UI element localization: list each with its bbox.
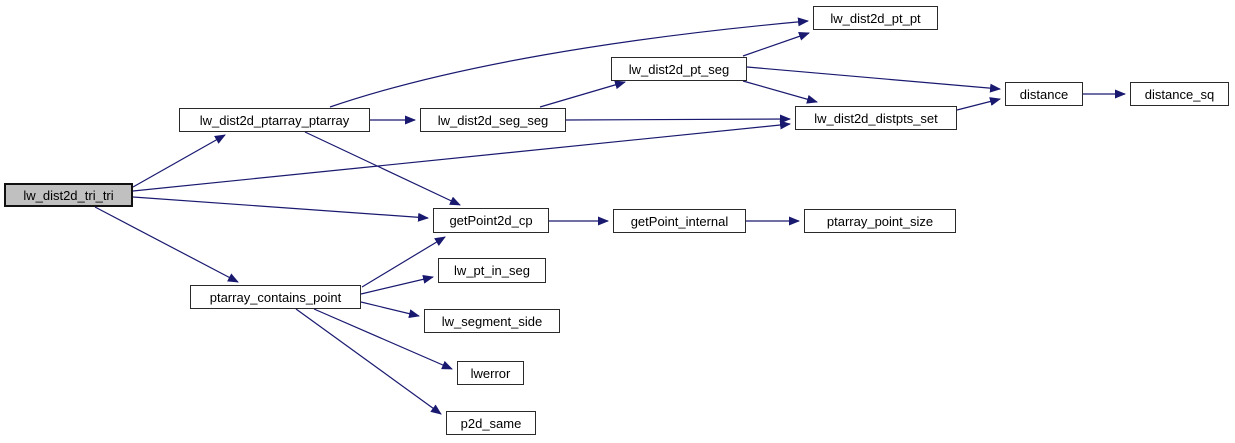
edge-ptarray_contains_point-to-getPoint2d_cp: [361, 236, 446, 288]
graph-node-lwerror[interactable]: lwerror: [457, 361, 524, 385]
edge-lw_dist2d_pt_seg-to-distance: [746, 66, 1001, 93]
graph-node-lw_pt_in_seg[interactable]: lw_pt_in_seg: [438, 258, 546, 283]
graph-node-lw_dist2d_pt_seg[interactable]: lw_dist2d_pt_seg: [611, 57, 747, 81]
edge-lw_dist2d_tri_tri-to-lw_dist2d_ptarray_ptarray: [132, 134, 226, 188]
graph-node-ptarray_contains_point[interactable]: ptarray_contains_point: [190, 285, 361, 309]
edge-lw_dist2d_seg_seg-to-lw_dist2d_distpts_set: [565, 114, 791, 124]
edge-ptarray_contains_point-to-p2d_same: [295, 308, 442, 415]
graph-node-lw_segment_side[interactable]: lw_segment_side: [424, 309, 560, 333]
graph-node-p2d_same[interactable]: p2d_same: [446, 411, 536, 435]
edge-lw_dist2d_pt_seg-to-lw_dist2d_distpts_set: [742, 80, 818, 104]
graph-node-lw_dist2d_ptarray_ptarray[interactable]: lw_dist2d_ptarray_ptarray: [179, 108, 370, 132]
edge-lw_dist2d_ptarray_ptarray-to-lw_dist2d_pt_pt: [329, 17, 809, 108]
edge-lw_dist2d_tri_tri-to-lw_dist2d_distpts_set: [132, 120, 791, 192]
graph-node-getPoint_internal[interactable]: getPoint_internal: [613, 209, 746, 233]
graph-node-distance_sq[interactable]: distance_sq: [1130, 82, 1229, 106]
edge-lw_dist2d_pt_seg-to-lw_dist2d_pt_pt: [742, 32, 810, 57]
graph-node-getPoint2d_cp[interactable]: getPoint2d_cp: [433, 208, 549, 233]
edge-lw_dist2d_tri_tri-to-getPoint2d_cp: [132, 196, 429, 222]
graph-node-distance[interactable]: distance: [1005, 82, 1083, 106]
graph-node-lw_dist2d_pt_pt[interactable]: lw_dist2d_pt_pt: [813, 6, 938, 30]
graph-node-lw_dist2d_tri_tri[interactable]: lw_dist2d_tri_tri: [4, 183, 133, 207]
graph-node-lw_dist2d_distpts_set[interactable]: lw_dist2d_distpts_set: [795, 106, 957, 130]
edge-lw_dist2d_tri_tri-to-ptarray_contains_point: [94, 206, 239, 283]
edge-ptarray_contains_point-to-lwerror: [313, 308, 453, 370]
edge-ptarray_contains_point-to-lw_pt_in_seg: [360, 274, 434, 295]
graph-node-lw_dist2d_seg_seg[interactable]: lw_dist2d_seg_seg: [420, 108, 566, 132]
edge-lw_dist2d_ptarray_ptarray-to-getPoint2d_cp: [304, 131, 461, 206]
edge-lw_dist2d_distpts_set-to-distance: [956, 97, 1001, 111]
edge-lw_dist2d_seg_seg-to-lw_dist2d_pt_seg: [539, 80, 626, 108]
edge-ptarray_contains_point-to-lw_segment_side: [360, 301, 420, 319]
graph-node-ptarray_point_size[interactable]: ptarray_point_size: [804, 209, 956, 233]
